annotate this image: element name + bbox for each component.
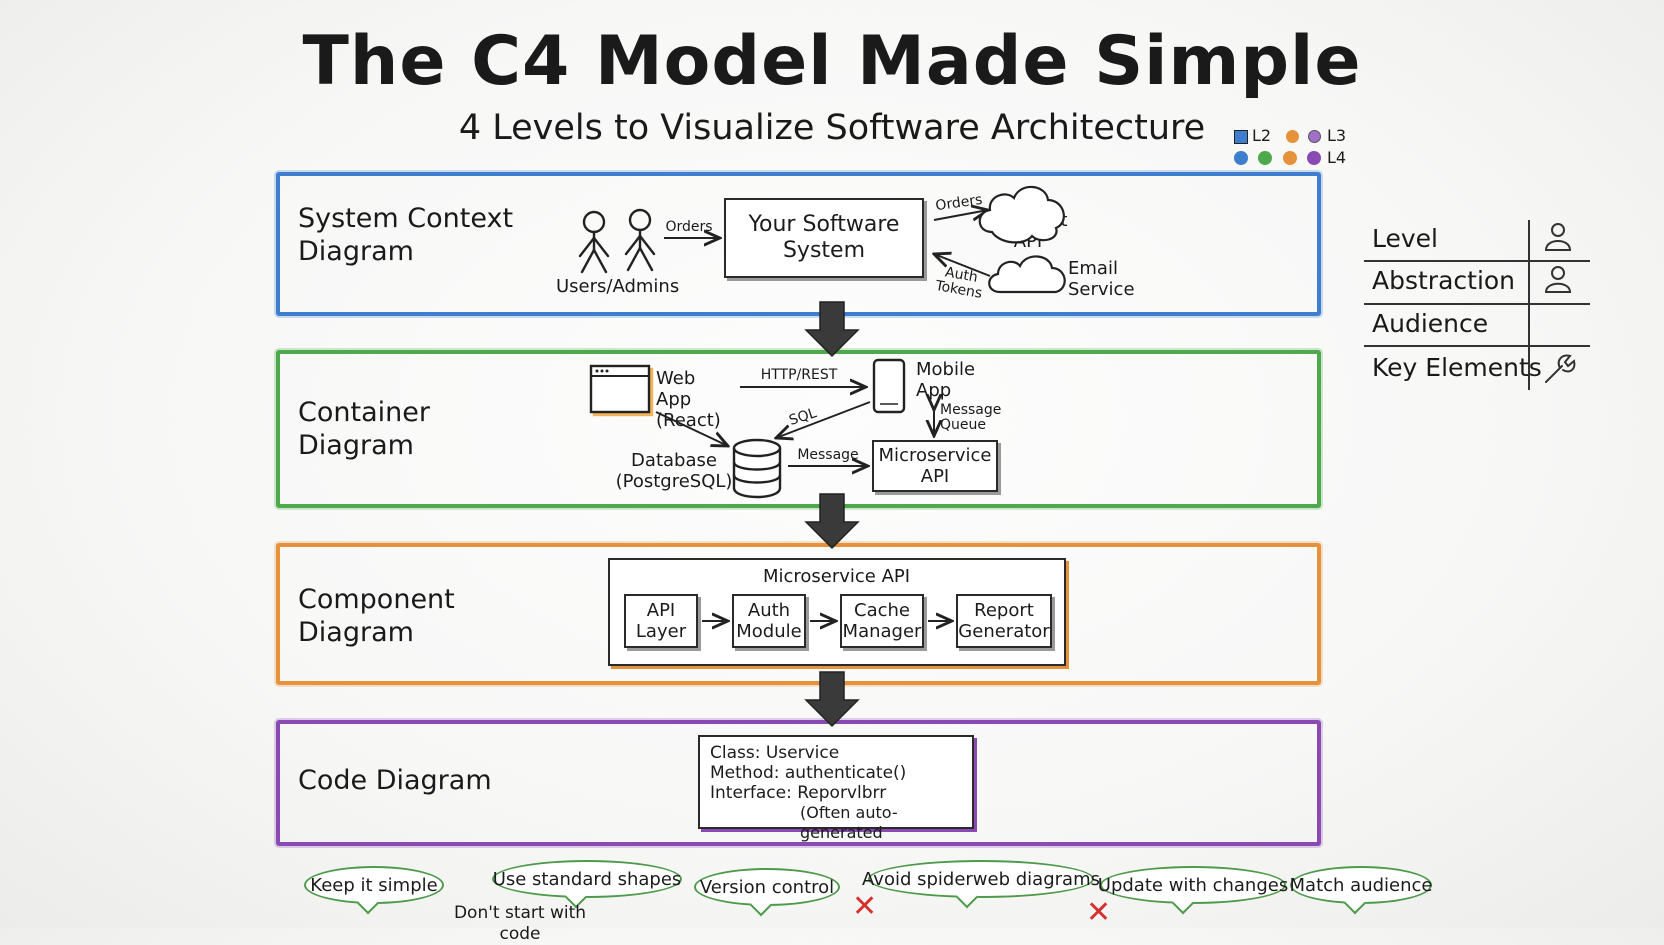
component-auth-module: Auth Module (732, 594, 806, 648)
code-line-interface: Interface: Reporvlbrr (710, 783, 887, 803)
level-container: Container Diagram (276, 350, 1321, 508)
message-queue-label: Message Queue (940, 402, 1002, 433)
payment-cloud-icon (978, 185, 1065, 244)
level-name-context: System Context Diagram (298, 203, 514, 267)
side-row-abstraction: Abstraction (1372, 266, 1516, 295)
users-label: Users/Admins (556, 276, 680, 297)
legend-square-blue (1234, 130, 1248, 144)
web-app-label: Web App (React) (656, 368, 721, 431)
component-report-generator: Report Generator (956, 594, 1052, 648)
side-table (1364, 218, 1590, 394)
database-label: Database (PostgreSQL) (615, 450, 733, 492)
person-icon (1544, 223, 1572, 251)
message-label: Message (797, 447, 859, 463)
wrench-icon (1545, 354, 1576, 383)
legend-dot-purple (1308, 130, 1321, 143)
arrow-email-to-system (934, 254, 991, 277)
level-code: Code Diagram (276, 720, 1321, 846)
level-system-context: System Context Diagram (276, 172, 1321, 316)
browser-window-icon (589, 364, 651, 414)
microservice-api-box: Microservice API (872, 440, 998, 492)
component-api-layer: API Layer (624, 594, 698, 648)
arrow-webapp-to-db (655, 411, 728, 446)
http-rest-label: HTTP/REST (760, 367, 838, 383)
legend-label-l4: L4 (1327, 148, 1347, 167)
side-table-divider-vertical (1528, 220, 1530, 390)
side-row-level: Level (1372, 224, 1438, 253)
level-component: Component Diagram (276, 543, 1321, 685)
level-name-code: Code Diagram (298, 765, 492, 796)
mobile-phone-icon (872, 358, 906, 414)
email-service-label: Email Service (1068, 258, 1135, 300)
email-cloud-icon (988, 255, 1066, 294)
person-icon-2 (1544, 266, 1572, 293)
side-table-divider-1 (1364, 260, 1590, 262)
x-mark-icon-2: ✕ (1086, 895, 1112, 930)
side-row-audience: Audience (1372, 309, 1489, 338)
component-cache-manager: Cache Manager (840, 594, 924, 648)
tip-standard-shapes: Use standard shapes (492, 860, 682, 898)
legend-dot-blue (1234, 151, 1248, 165)
code-line-class: Class: Uservice (710, 743, 840, 763)
tip-update-changes: Update with changes (1098, 866, 1288, 904)
level-name-container: Container Diagram (298, 397, 430, 461)
code-line-note: (Often auto-generated (800, 803, 898, 842)
code-line-method: Method: authenticate() (710, 763, 907, 783)
side-table-divider-2 (1364, 303, 1590, 305)
admin-stick-figure-icon (624, 208, 656, 272)
arrow-system-to-payment (933, 210, 988, 220)
page-subtitle: 4 Levels to Visualize Software Architect… (458, 108, 1206, 148)
component-group-title: Microservice API (762, 566, 911, 587)
page-title: The C4 Model Made Simple (302, 22, 1362, 101)
orders-label-left: Orders (665, 219, 713, 235)
tip-keep-simple: Keep it simple (304, 866, 444, 904)
code-box: Class: Uservice Method: authenticate() I… (698, 735, 974, 842)
legend-dot-green (1258, 151, 1272, 165)
legend-label-l3: L3 (1327, 126, 1347, 145)
x-mark-icon: ✕ (852, 889, 878, 924)
tip-avoid-spiderweb: Avoid spiderweb diagrams (862, 860, 1100, 898)
legend-label-l2: L2 (1252, 126, 1272, 145)
legend-dot-orange-2 (1283, 151, 1297, 165)
legend-dot-orange (1286, 130, 1299, 143)
software-system-box: Your Software System (724, 198, 924, 278)
tip-version-control: Version control (694, 868, 840, 906)
database-cylinder-icon (732, 438, 782, 499)
tip-match-audience: Match audience (1290, 866, 1432, 904)
side-row-key-elements: Key Elements (1372, 353, 1542, 382)
legend: L2 L3 L4 (1232, 126, 1362, 170)
level-name-component: Component Diagram (298, 584, 455, 648)
user-stick-figure-icon (578, 210, 610, 274)
side-table-divider-3 (1364, 345, 1590, 347)
arrow-mobile-to-db (776, 401, 871, 438)
down-arrow-icon (804, 301, 860, 728)
legend-dot-purple-2 (1307, 151, 1321, 165)
